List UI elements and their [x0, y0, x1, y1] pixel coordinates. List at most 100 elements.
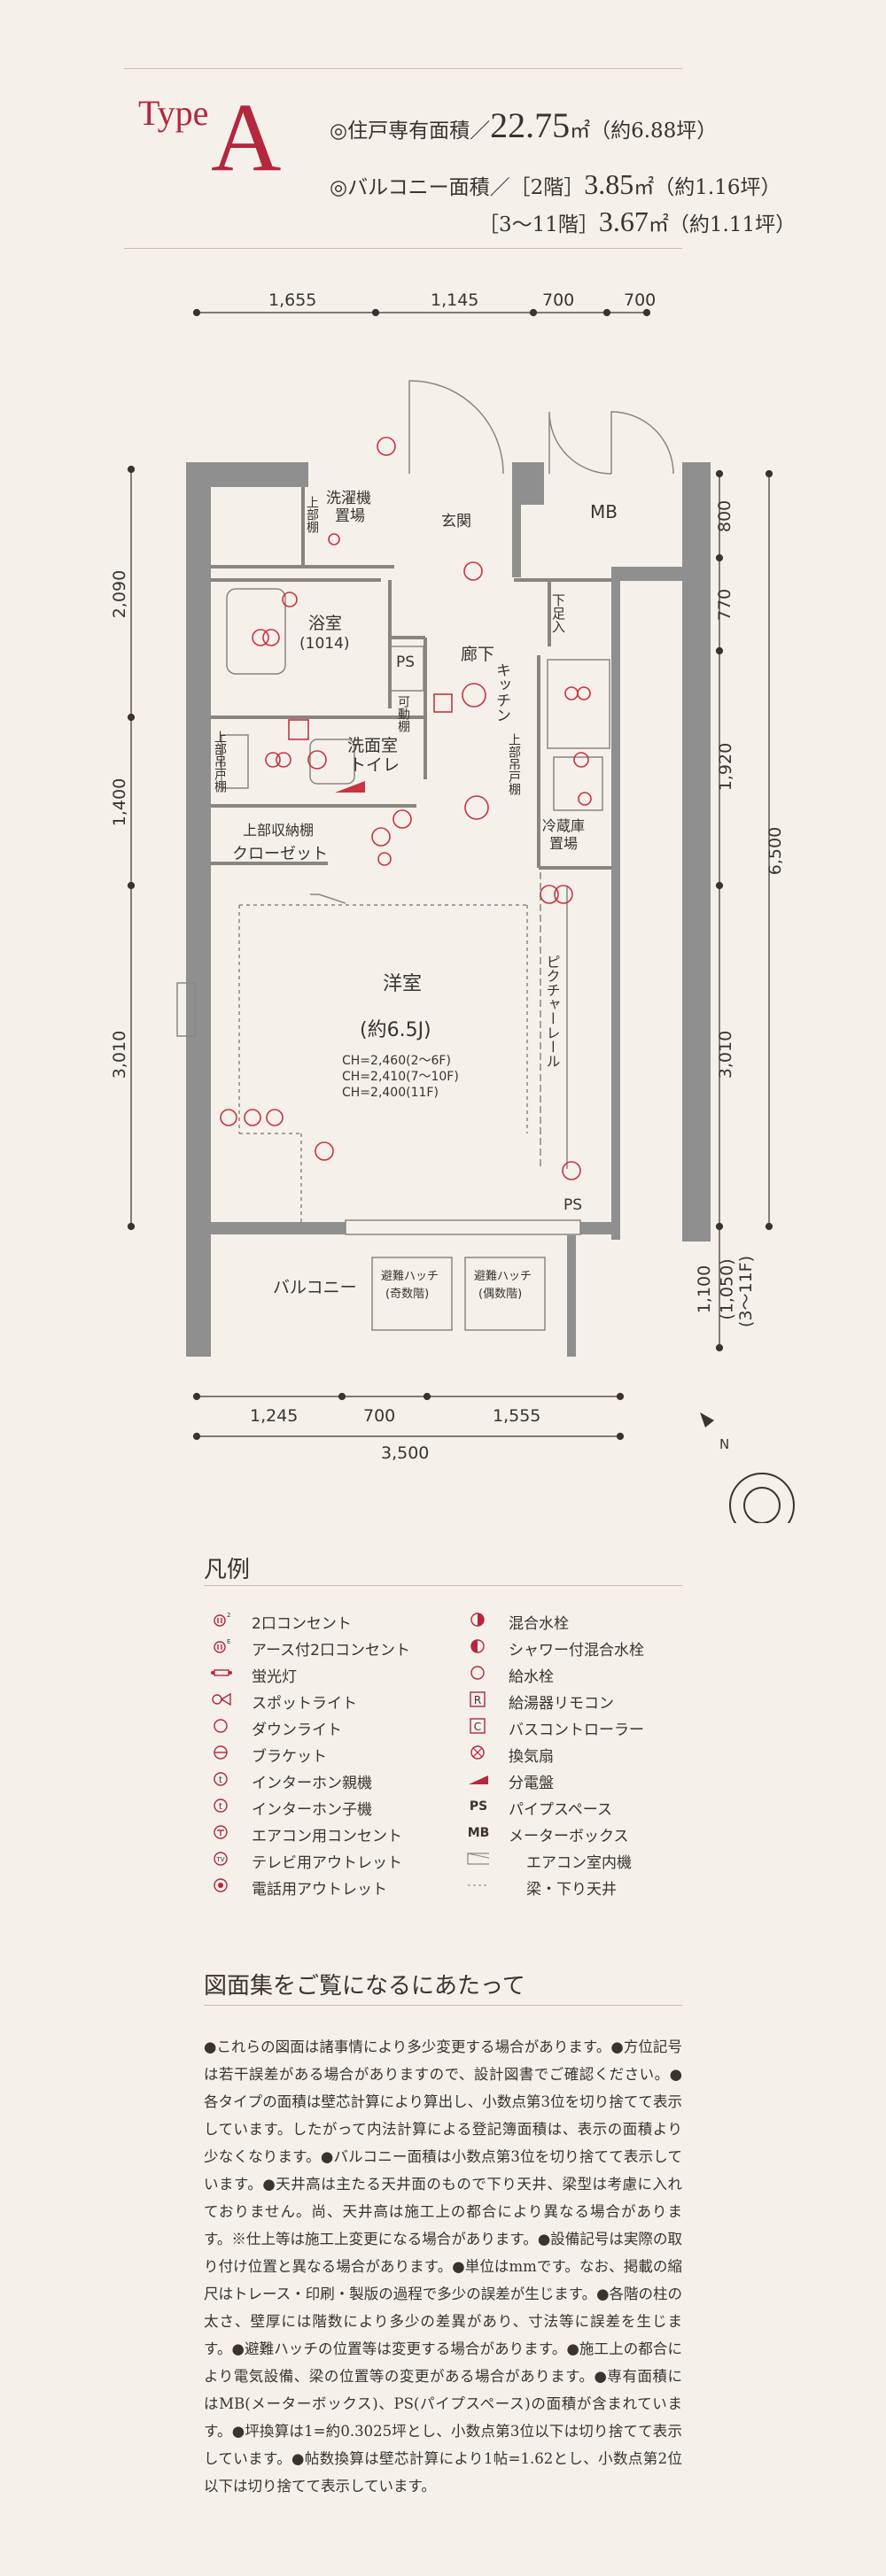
legend-label: メーターボックス — [509, 1828, 629, 1845]
floor-plan: 洗濯機 置場 上部棚 玄関 MB 下足入 浴室 (1014) PS 可動棚 廊下… — [127, 308, 795, 1523]
label-laundry-2: 置場 — [335, 507, 365, 525]
dim-right-3: 1,920 — [716, 742, 736, 792]
tv-outlet-icon: TV — [209, 1849, 232, 1868]
label-kitchen: キッチン — [493, 662, 510, 723]
unit-area-label: ◎住戸専有面積／ — [330, 120, 491, 143]
label-western-room: 洋室 — [383, 973, 422, 995]
label-western-size: (約6.5J) — [360, 1019, 431, 1041]
svg-text:E: E — [227, 1638, 230, 1645]
dim-bottom-total: 3,500 — [381, 1443, 430, 1463]
balcony-upper-value: 3.67 — [598, 205, 649, 237]
label-entrance: 玄関 — [441, 513, 471, 530]
distribution-board-icon — [466, 1769, 489, 1789]
dim-bottom-2: 700 — [363, 1406, 396, 1426]
balcony-2f-label: ◎バルコニー面積／［2階］ — [330, 176, 585, 199]
label-upper-cabinet: 上部吊戸棚 — [507, 733, 521, 795]
balcony-upper-unit: ㎡ — [648, 213, 669, 236]
legend-label: テレビ用アウトレット — [252, 1854, 402, 1872]
dim-top-3: 700 — [542, 290, 575, 310]
doors — [310, 380, 674, 904]
beam-ceiling-icon — [466, 1876, 489, 1895]
type-letter: A — [211, 83, 282, 191]
balcony-area-2f: ◎バルコニー面積／［2階］3.85㎡（約1.16坪） — [330, 168, 781, 201]
legend-label: インターホン親機 — [252, 1775, 372, 1792]
label-hatch-even-1: 避難ハッチ — [474, 1270, 532, 1283]
meter-box-icon: MB — [466, 1822, 489, 1842]
outlet-earth-icon: E — [209, 1636, 232, 1656]
label-ch2: CH=2,410(7〜10F) — [342, 1070, 459, 1084]
legend-label: 蛍光灯 — [252, 1668, 297, 1686]
unit-area-value: 22.75 — [490, 105, 571, 145]
svg-text:MB: MB — [468, 1826, 489, 1840]
legend-label: バスコントローラー — [509, 1721, 644, 1739]
bracket-light-icon — [209, 1743, 232, 1762]
legend-label: 換気扇 — [509, 1748, 554, 1766]
walls — [186, 462, 711, 1357]
legend-title: 凡例 — [204, 1557, 251, 1583]
partitions — [211, 487, 611, 870]
legend-label: ダウンライト — [252, 1721, 342, 1739]
balcony-upper-tsubo: （約1.11坪） — [668, 213, 797, 236]
dim-top-1: 1,655 — [268, 290, 317, 310]
legend-label: 給湯器リモコン — [509, 1695, 614, 1713]
balcony-2f-unit: ㎡ — [633, 176, 655, 199]
legend-label: パイプスペース — [509, 1801, 612, 1819]
pipe-space-icon: PS — [466, 1796, 489, 1815]
dim-bottom-1: 1,245 — [250, 1406, 299, 1426]
fluorescent-light-icon — [209, 1663, 232, 1683]
equipment-symbols — [220, 437, 592, 1180]
legend-label: エアコン用コンセント — [252, 1828, 402, 1845]
label-washroom: 洗面室 — [347, 736, 398, 755]
label-fridge-1: 冷蔵庫 — [542, 817, 585, 834]
dimension-lines — [127, 308, 773, 1441]
fixtures — [176, 588, 610, 1331]
intercom-main-icon: t — [209, 1769, 232, 1789]
dim-right-bottom-3: (3〜11F) — [736, 1255, 757, 1328]
dim-top-2: 1,145 — [431, 290, 479, 310]
label-bath: 浴室 — [308, 614, 342, 633]
shower-faucet-icon — [466, 1636, 489, 1656]
bath-controller-icon: C — [466, 1716, 489, 1736]
dim-top-4: 700 — [624, 290, 657, 310]
header-top-rule — [124, 68, 682, 69]
dim-bottom-3: 1,555 — [493, 1406, 541, 1426]
svg-text:TV: TV — [215, 1856, 224, 1863]
legend-label: 梁・下り天井 — [526, 1881, 617, 1899]
dim-right-1: 800 — [715, 499, 735, 533]
svg-text:PS: PS — [470, 1799, 487, 1814]
unit-area-tsubo: （約6.88坪） — [590, 120, 718, 143]
dim-right-4: 3,010 — [716, 1030, 736, 1079]
dim-right-bottom-1: 1,100 — [695, 1265, 715, 1314]
type-word: Type — [138, 93, 209, 133]
legend-label: シャワー付混合水栓 — [509, 1642, 644, 1659]
label-bath-size: (1014) — [299, 635, 350, 653]
room-labels: 洗濯機 置場 上部棚 玄関 MB 下足入 浴室 (1014) PS 可動棚 廊下… — [213, 490, 618, 1301]
label-ps: PS — [396, 654, 415, 671]
legend-label: 電話用アウトレット — [252, 1881, 387, 1899]
dim-right-2: 770 — [715, 588, 735, 622]
svg-text:t: t — [219, 1802, 222, 1812]
legend-label: ブラケット — [252, 1748, 327, 1766]
legend-label: 混合水栓 — [509, 1615, 569, 1633]
svg-text:C: C — [474, 1721, 481, 1733]
water-heater-remote-icon: R — [466, 1690, 489, 1709]
label-laundry-1: 洗濯機 — [326, 490, 371, 507]
balcony-2f-tsubo: （約1.16坪） — [654, 176, 781, 199]
header-bottom-rule — [124, 248, 682, 249]
svg-text:R: R — [474, 1694, 481, 1706]
balcony-area-upper: ［3〜11階］3.67㎡（約1.11坪） — [478, 205, 796, 238]
spotlight-icon — [209, 1690, 232, 1709]
downlight-icon — [209, 1716, 232, 1736]
label-hatch-odd-2: (奇数階) — [385, 1287, 429, 1301]
label-hatch-odd-1: 避難ハッチ — [381, 1270, 439, 1283]
dim-left-2: 1,400 — [110, 777, 130, 827]
label-fridge-2: 置場 — [549, 835, 578, 852]
legend-label: 分電盤 — [509, 1775, 554, 1792]
label-ps2: PS — [563, 1196, 582, 1214]
aircon-outlet-icon — [209, 1822, 232, 1842]
distribution-board — [335, 781, 365, 793]
notes-title: 図面集をご覧になるにあたって — [204, 1973, 525, 2000]
label-laundry-top: 上部棚 — [305, 496, 319, 533]
label-ch3: CH=2,400(11F) — [342, 1086, 439, 1100]
unit-area: ◎住戸専有面積／22.75㎡（約6.88坪） — [330, 104, 717, 146]
